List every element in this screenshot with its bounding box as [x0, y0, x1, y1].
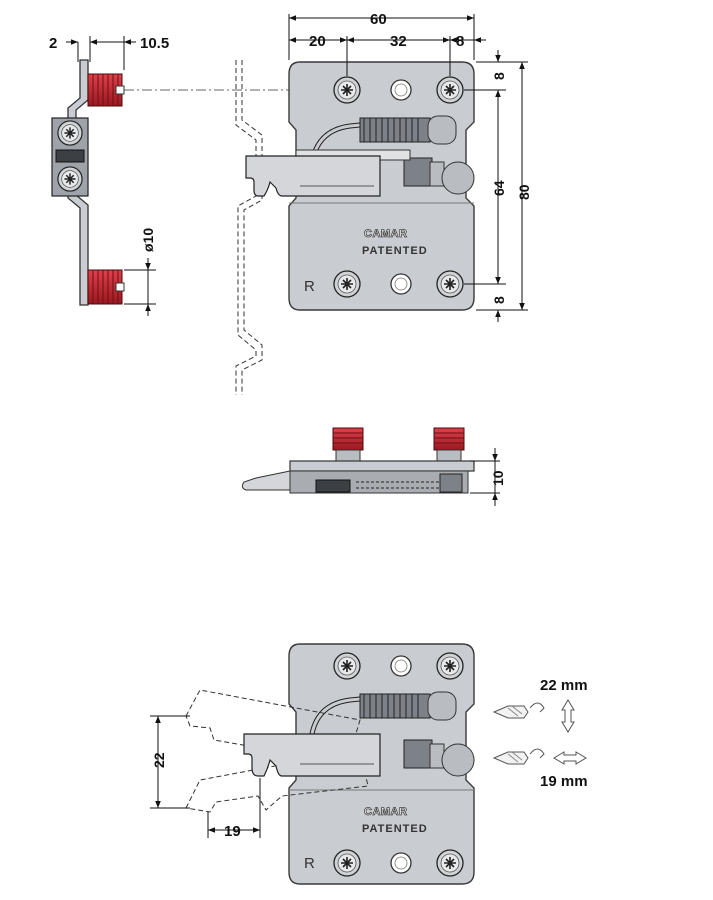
dim-right: 8 [456, 33, 464, 50]
top-view: 10 [241, 427, 506, 506]
adjust-mechanism [295, 115, 475, 195]
dim-vertical: 22 [151, 752, 167, 768]
dim-horizontal: 19 [224, 823, 241, 840]
front-view: CAMAR PATENTED R 60 20 32 8 80 64 8 8 [235, 11, 532, 395]
vertical-adjust-icon [492, 699, 575, 733]
side-insert-top [87, 73, 125, 107]
adjust-view: CAMAR PATENTED R 22 19 22 mm 19 mm [150, 643, 588, 885]
side-view: 2 10.5 ø10 [49, 35, 340, 316]
front-brand: CAMAR [364, 228, 407, 240]
screw-top-right [436, 76, 464, 104]
hook-arm [245, 155, 381, 197]
dim-spacing: 32 [390, 33, 407, 50]
dim-diameter: ø10 [140, 228, 156, 252]
horizontal-adjust-label: 19 mm [540, 773, 588, 790]
side-insert-bottom [87, 269, 125, 305]
horizontal-adjust-icon [492, 748, 587, 765]
screw-bottom-right [436, 270, 464, 298]
top-insert-left [332, 427, 364, 463]
front-patent: PATENTED [362, 245, 428, 257]
screw-bottom-left [333, 270, 361, 298]
dim-inner: 64 [491, 180, 507, 196]
front-side-mark: R [304, 278, 315, 295]
dim-total-height: 80 [516, 184, 532, 200]
dim-thickness: 10 [490, 470, 506, 486]
dim-bottom: 8 [491, 296, 507, 304]
screw-top-left [333, 76, 361, 104]
dim-offset: 2 [49, 35, 57, 52]
dim-left: 20 [309, 33, 326, 50]
adjust-brand: CAMAR [364, 806, 407, 818]
dim-total-width: 60 [370, 11, 387, 28]
vertical-adjust-label: 22 mm [540, 677, 588, 694]
dim-depth: 10.5 [140, 35, 169, 52]
hole-bottom-center [390, 273, 412, 295]
adjust-side-mark: R [304, 855, 315, 872]
adjust-hook-arm [243, 733, 381, 777]
top-insert-right [433, 427, 465, 463]
dim-top: 8 [491, 72, 507, 80]
hole-top-center [390, 79, 412, 101]
adjust-patent: PATENTED [362, 823, 428, 835]
